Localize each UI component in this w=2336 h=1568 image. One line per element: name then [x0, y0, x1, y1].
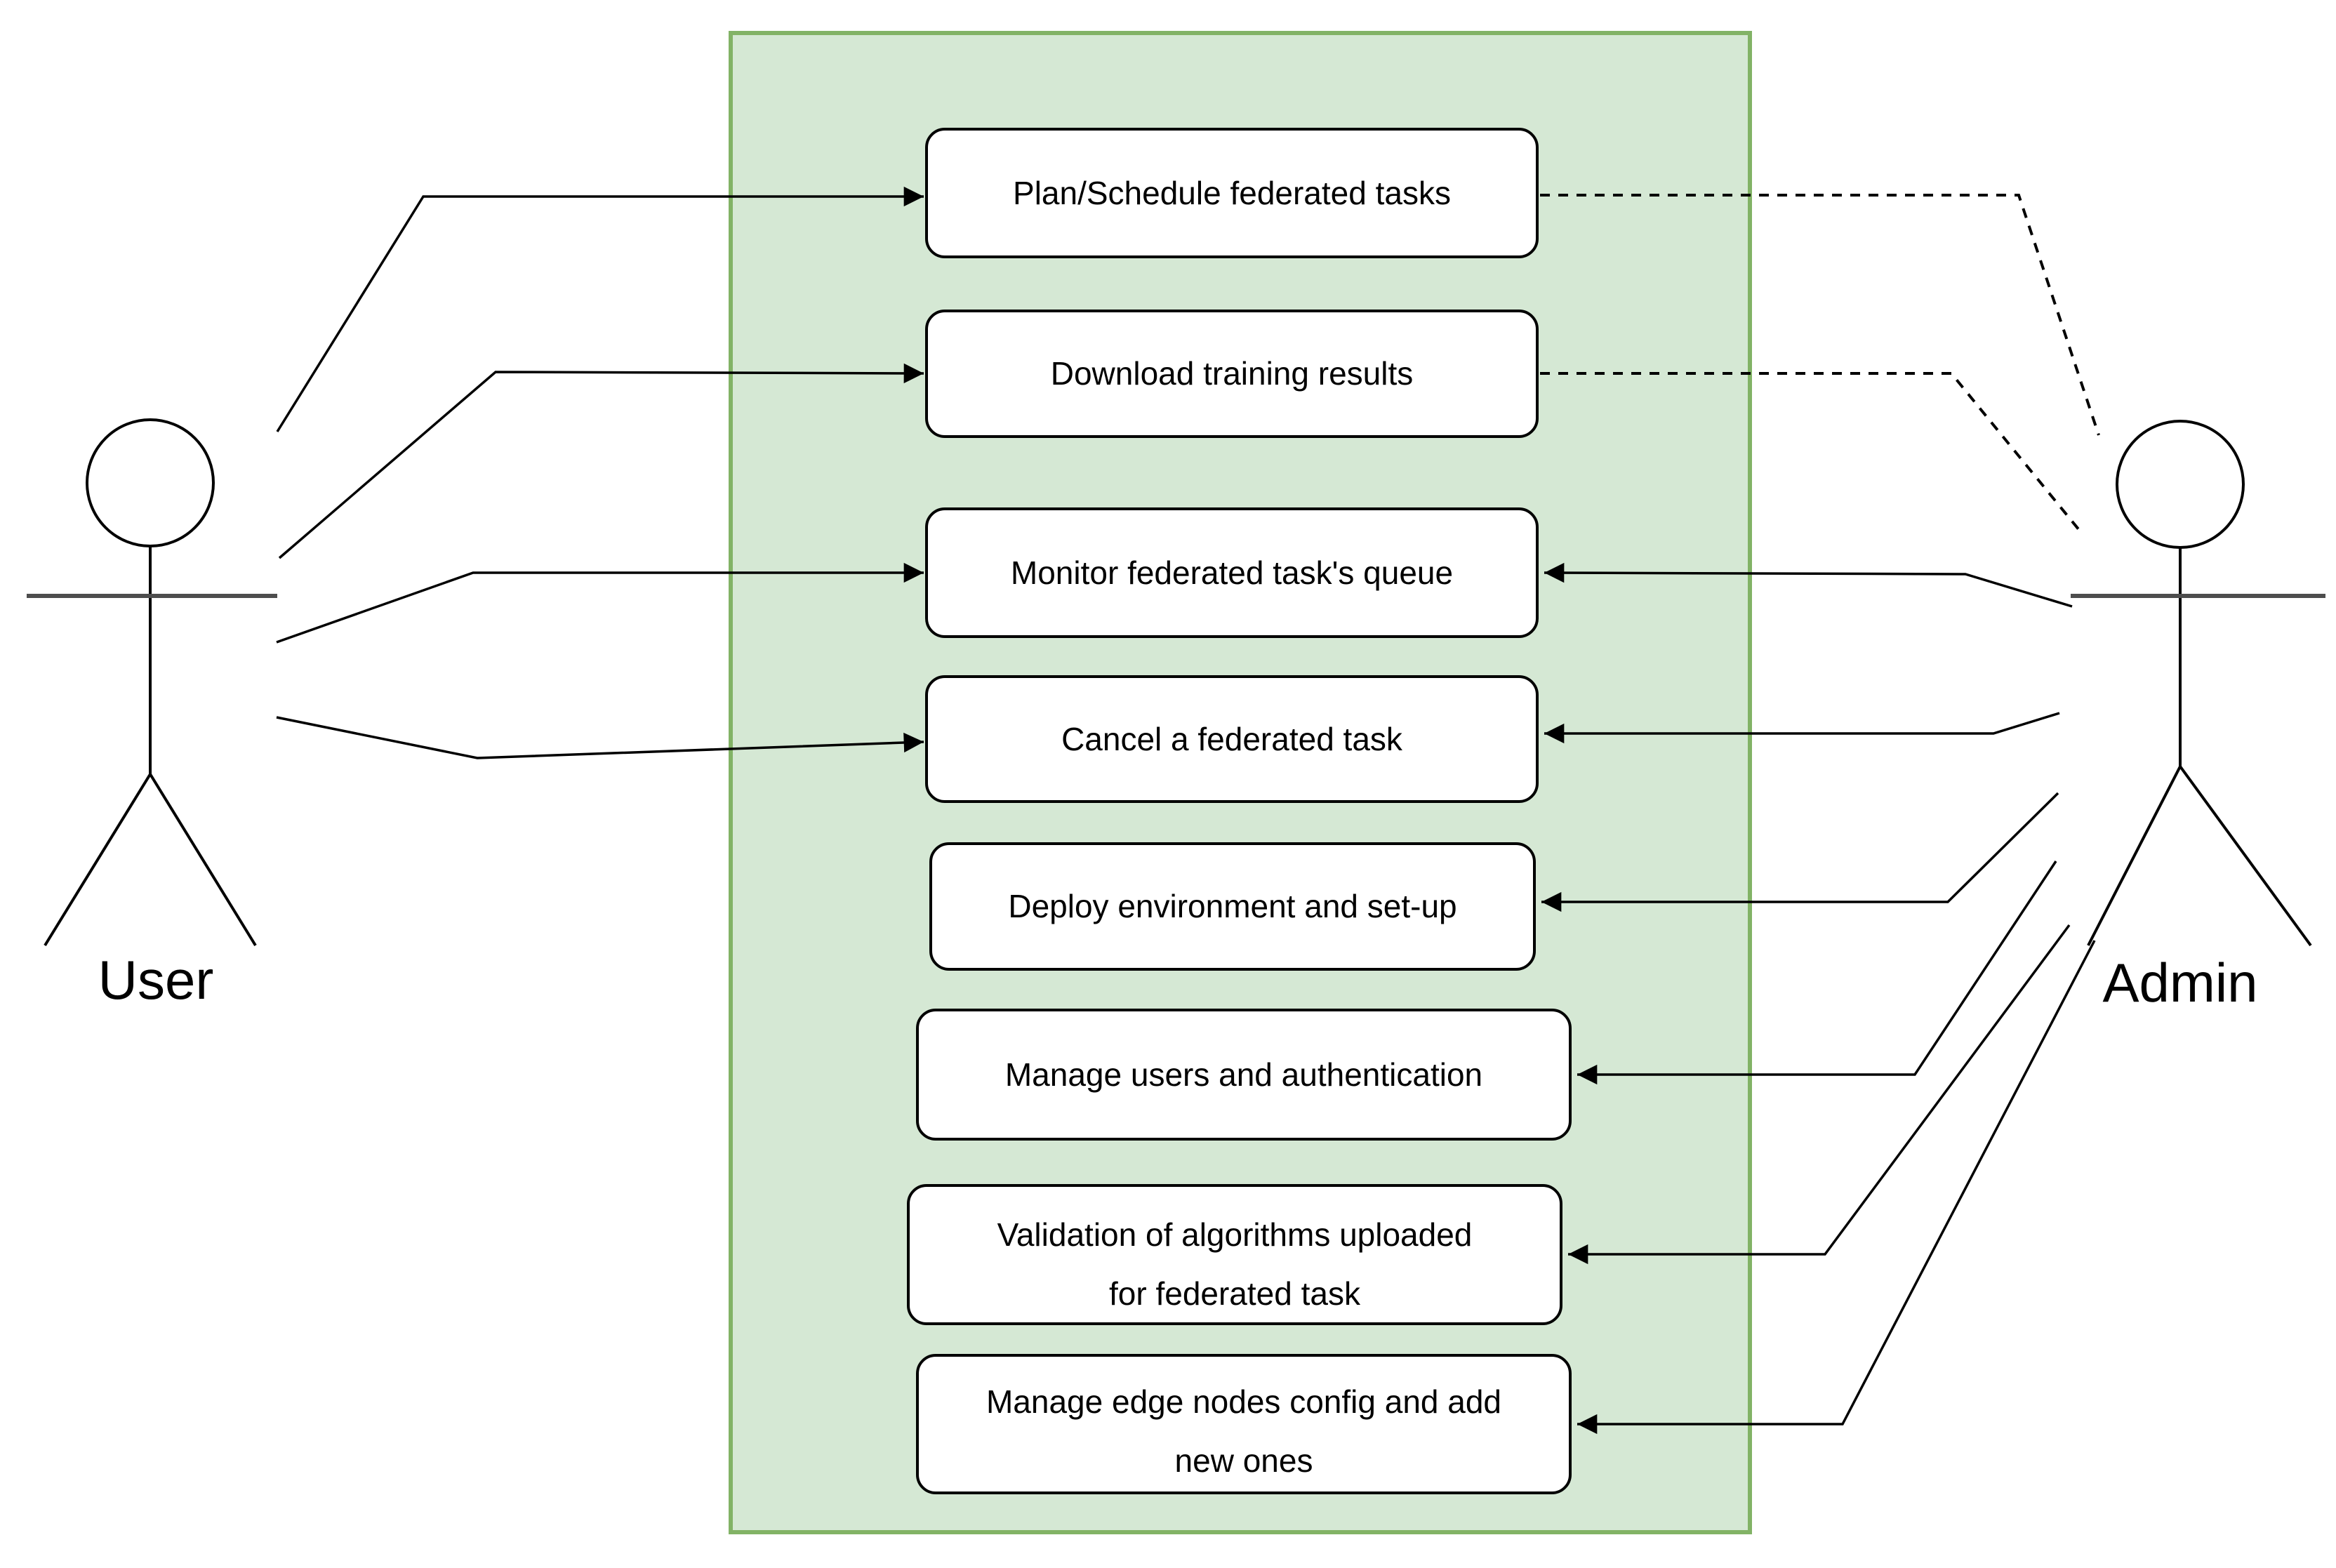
- use-case-label-line2: for federated task: [1109, 1275, 1361, 1312]
- use-case-box: [907, 1184, 1562, 1325]
- actor-admin-label: Admin: [2102, 952, 2257, 1014]
- actor-admin: Admin: [2071, 420, 2325, 1014]
- use-case-box: [925, 507, 1539, 638]
- use-case-box: [925, 128, 1539, 258]
- use-case-box: [925, 310, 1539, 438]
- use-case-label-line1: Manage edge nodes config and add: [986, 1383, 1501, 1420]
- association-download-admin-dashed: [1540, 372, 2080, 531]
- use-case-label: Download training results: [1051, 355, 1414, 392]
- association-admin-deploy: [1541, 792, 2059, 912]
- actor-head: [86, 418, 215, 547]
- use-case-manage-users: Manage users and authentication: [916, 1009, 1572, 1141]
- use-case-plan-schedule: Plan/Schedule federated tasks: [925, 128, 1539, 258]
- use-case-box: [925, 675, 1539, 803]
- actor-right-leg: [2179, 765, 2312, 947]
- association-user-download: [278, 363, 924, 559]
- association-admin-manage-users: [1577, 861, 2057, 1085]
- use-case-validation-algorithms: Validation of algorithms uploaded for fe…: [907, 1184, 1562, 1325]
- use-case-box: [916, 1354, 1572, 1494]
- use-case-box: [916, 1009, 1572, 1141]
- association-admin-edge-nodes: [1577, 940, 2096, 1435]
- actor-head: [2116, 420, 2245, 549]
- use-case-manage-edge-nodes: Manage edge nodes config and add new one…: [916, 1354, 1572, 1494]
- association-plan-admin-dashed: [1540, 194, 2100, 436]
- use-case-label-line1: Validation of algorithms uploaded: [997, 1216, 1473, 1253]
- use-case-monitor-queue: Monitor federated task's queue: [925, 507, 1539, 638]
- use-case-cancel-task: Cancel a federated task: [925, 675, 1539, 803]
- use-case-label: Deploy environment and set-up: [1008, 888, 1456, 924]
- association-admin-cancel: [1544, 712, 2060, 744]
- actor-left-leg: [2087, 766, 2182, 946]
- association-user-monitor: [276, 562, 924, 644]
- use-case-download-results: Download training results: [925, 310, 1539, 438]
- association-user-plan: [276, 186, 924, 432]
- association-user-cancel: [276, 716, 924, 759]
- association-admin-validation: [1568, 924, 2071, 1265]
- use-case-deploy-environment: Deploy environment and set-up: [929, 842, 1536, 971]
- use-case-label-line2: new ones: [1175, 1442, 1313, 1479]
- actor-left-leg: [44, 773, 152, 947]
- actor-right-leg: [149, 773, 257, 947]
- actor-user: User: [27, 418, 277, 1011]
- association-admin-monitor: [1544, 562, 2073, 608]
- actor-user-label: User: [98, 949, 214, 1011]
- use-case-label: Plan/Schedule federated tasks: [1013, 175, 1451, 211]
- use-case-label: Manage users and authentication: [1005, 1056, 1482, 1093]
- use-case-box: [929, 842, 1536, 971]
- use-case-label: Monitor federated task's queue: [1011, 554, 1453, 591]
- use-case-label: Cancel a federated task: [1061, 721, 1403, 757]
